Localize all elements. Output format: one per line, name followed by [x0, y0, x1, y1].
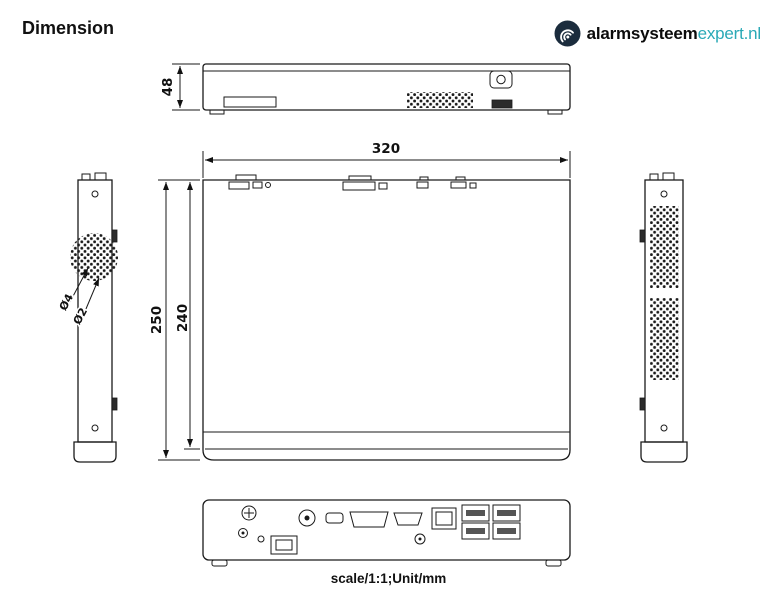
vga-port — [349, 511, 389, 528]
alarm-wave-icon — [554, 20, 581, 47]
dimension-height-48: 48 — [158, 63, 200, 111]
rear-foot-left — [211, 559, 228, 567]
usb-mini-port — [325, 512, 344, 524]
front-usb-port — [491, 99, 513, 109]
brand-name-bold: alarmsysteem — [586, 23, 698, 43]
dimension-depth-240: 240 — [173, 182, 200, 450]
rear-view — [202, 499, 571, 567]
dimension-label-depth-outer: 250 — [149, 306, 165, 334]
hole-label-inner: Ø2 — [71, 306, 90, 327]
front-foot-left — [209, 109, 225, 115]
reset-hole — [257, 535, 265, 543]
left-side-view: Ø4 Ø2 — [55, 172, 118, 463]
scale-unit-note: scale/1:1;Unit/mm — [330, 571, 447, 586]
left-foot — [73, 441, 117, 463]
ground-terminal — [241, 505, 257, 521]
page-title: Dimension — [22, 18, 115, 38]
dimension-width-320: 320 — [202, 139, 571, 178]
dimension-label-depth-inner: 240 — [175, 304, 191, 332]
power-switch — [270, 535, 298, 555]
front-foot-right — [547, 109, 563, 115]
right-side-view — [639, 172, 688, 463]
rear-foot-right — [545, 559, 562, 567]
left-vent-holes — [70, 233, 118, 281]
front-ir-window — [489, 70, 513, 89]
brand-name-accent: expert — [697, 23, 744, 43]
right-foot — [640, 441, 688, 463]
brand-name-tld: .nl — [743, 23, 762, 43]
av-jack — [414, 533, 426, 545]
top-view — [202, 174, 571, 461]
brand-name: alarmsysteemexpert.nl — [586, 23, 762, 44]
right-vent-holes-bottom — [650, 298, 679, 380]
hdmi-port — [393, 512, 423, 526]
usb-port-cluster — [461, 504, 521, 540]
ethernet-port — [431, 507, 457, 530]
dimension-label-height: 48 — [160, 78, 176, 97]
dimension-label-width: 320 — [372, 141, 400, 157]
audio-jack — [238, 528, 248, 538]
right-vent-holes-top — [650, 206, 679, 288]
dc-power-jack — [298, 509, 316, 527]
dimension-depth-250: 250 — [147, 179, 200, 461]
brand-logo: alarmsysteemexpert.nl — [554, 20, 761, 47]
front-view — [202, 63, 571, 115]
front-speaker-grille — [407, 92, 473, 108]
